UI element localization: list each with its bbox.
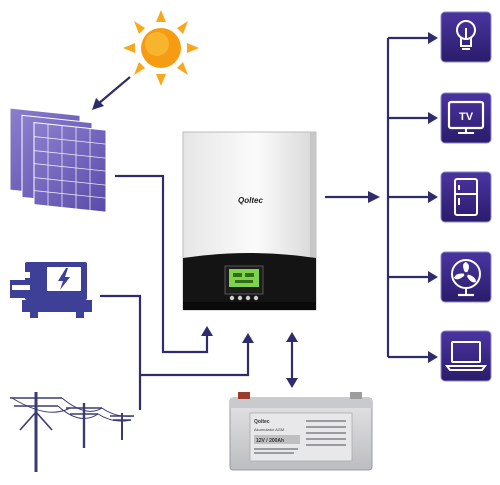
battery-spec-label: 12V / 200Ah <box>256 438 284 444</box>
arrowhead-panels <box>92 98 104 110</box>
laptop-icon <box>445 341 487 371</box>
inverter-buttons <box>229 295 259 301</box>
arrow-heads <box>92 32 438 388</box>
appliance-lightbulb <box>440 11 492 63</box>
connection-lines <box>97 36 432 410</box>
arrowhead-battery-up <box>286 332 298 342</box>
sun-icon <box>123 10 199 86</box>
battery-model-label: Akumulator AGM <box>254 427 284 432</box>
tv-label: TV <box>459 111 474 123</box>
lightbulb-icon <box>456 20 476 50</box>
generator-icon <box>10 262 92 318</box>
battery-device: Qoltec Akumulator AGM 12V / 200Ah <box>229 392 373 471</box>
arrowhead-inverter-in-1 <box>201 326 213 336</box>
battery-terminal-left <box>238 392 250 399</box>
generator-to-inverter-line <box>100 294 142 375</box>
battery-brand-label: Qoltec <box>254 419 270 425</box>
fridge-icon <box>454 178 478 216</box>
arrowhead-tv <box>428 112 438 124</box>
sun-to-panels-arrow <box>97 76 131 105</box>
inverter-in-arrow-right <box>200 333 209 354</box>
inverter-brand-label: Qoltec <box>238 196 263 205</box>
arrowhead-output <box>368 191 380 203</box>
appliance-fan <box>440 251 492 303</box>
inverter-lcd-screen <box>229 269 259 287</box>
appliance-laptop <box>440 330 492 382</box>
arrowhead-lightbulb <box>428 32 438 44</box>
grid-to-inverter-line <box>138 340 250 410</box>
power-grid-icon <box>10 392 135 472</box>
arrowhead-inverter-in-2 <box>242 333 254 343</box>
tv-icon: TV <box>447 100 485 134</box>
appliance-fridge <box>440 171 492 223</box>
arrowhead-battery-down <box>286 378 298 388</box>
arrowhead-laptop <box>428 351 438 363</box>
arrowhead-fridge <box>428 191 438 203</box>
inverter-device: Qoltec <box>182 131 317 311</box>
solar-panels-icon <box>9 107 107 213</box>
appliance-tv: TV <box>440 92 492 144</box>
battery-terminal-right <box>350 392 362 399</box>
panels-to-inverter-line <box>115 174 200 354</box>
arrowhead-fan <box>428 271 438 283</box>
fan-icon <box>451 259 481 297</box>
